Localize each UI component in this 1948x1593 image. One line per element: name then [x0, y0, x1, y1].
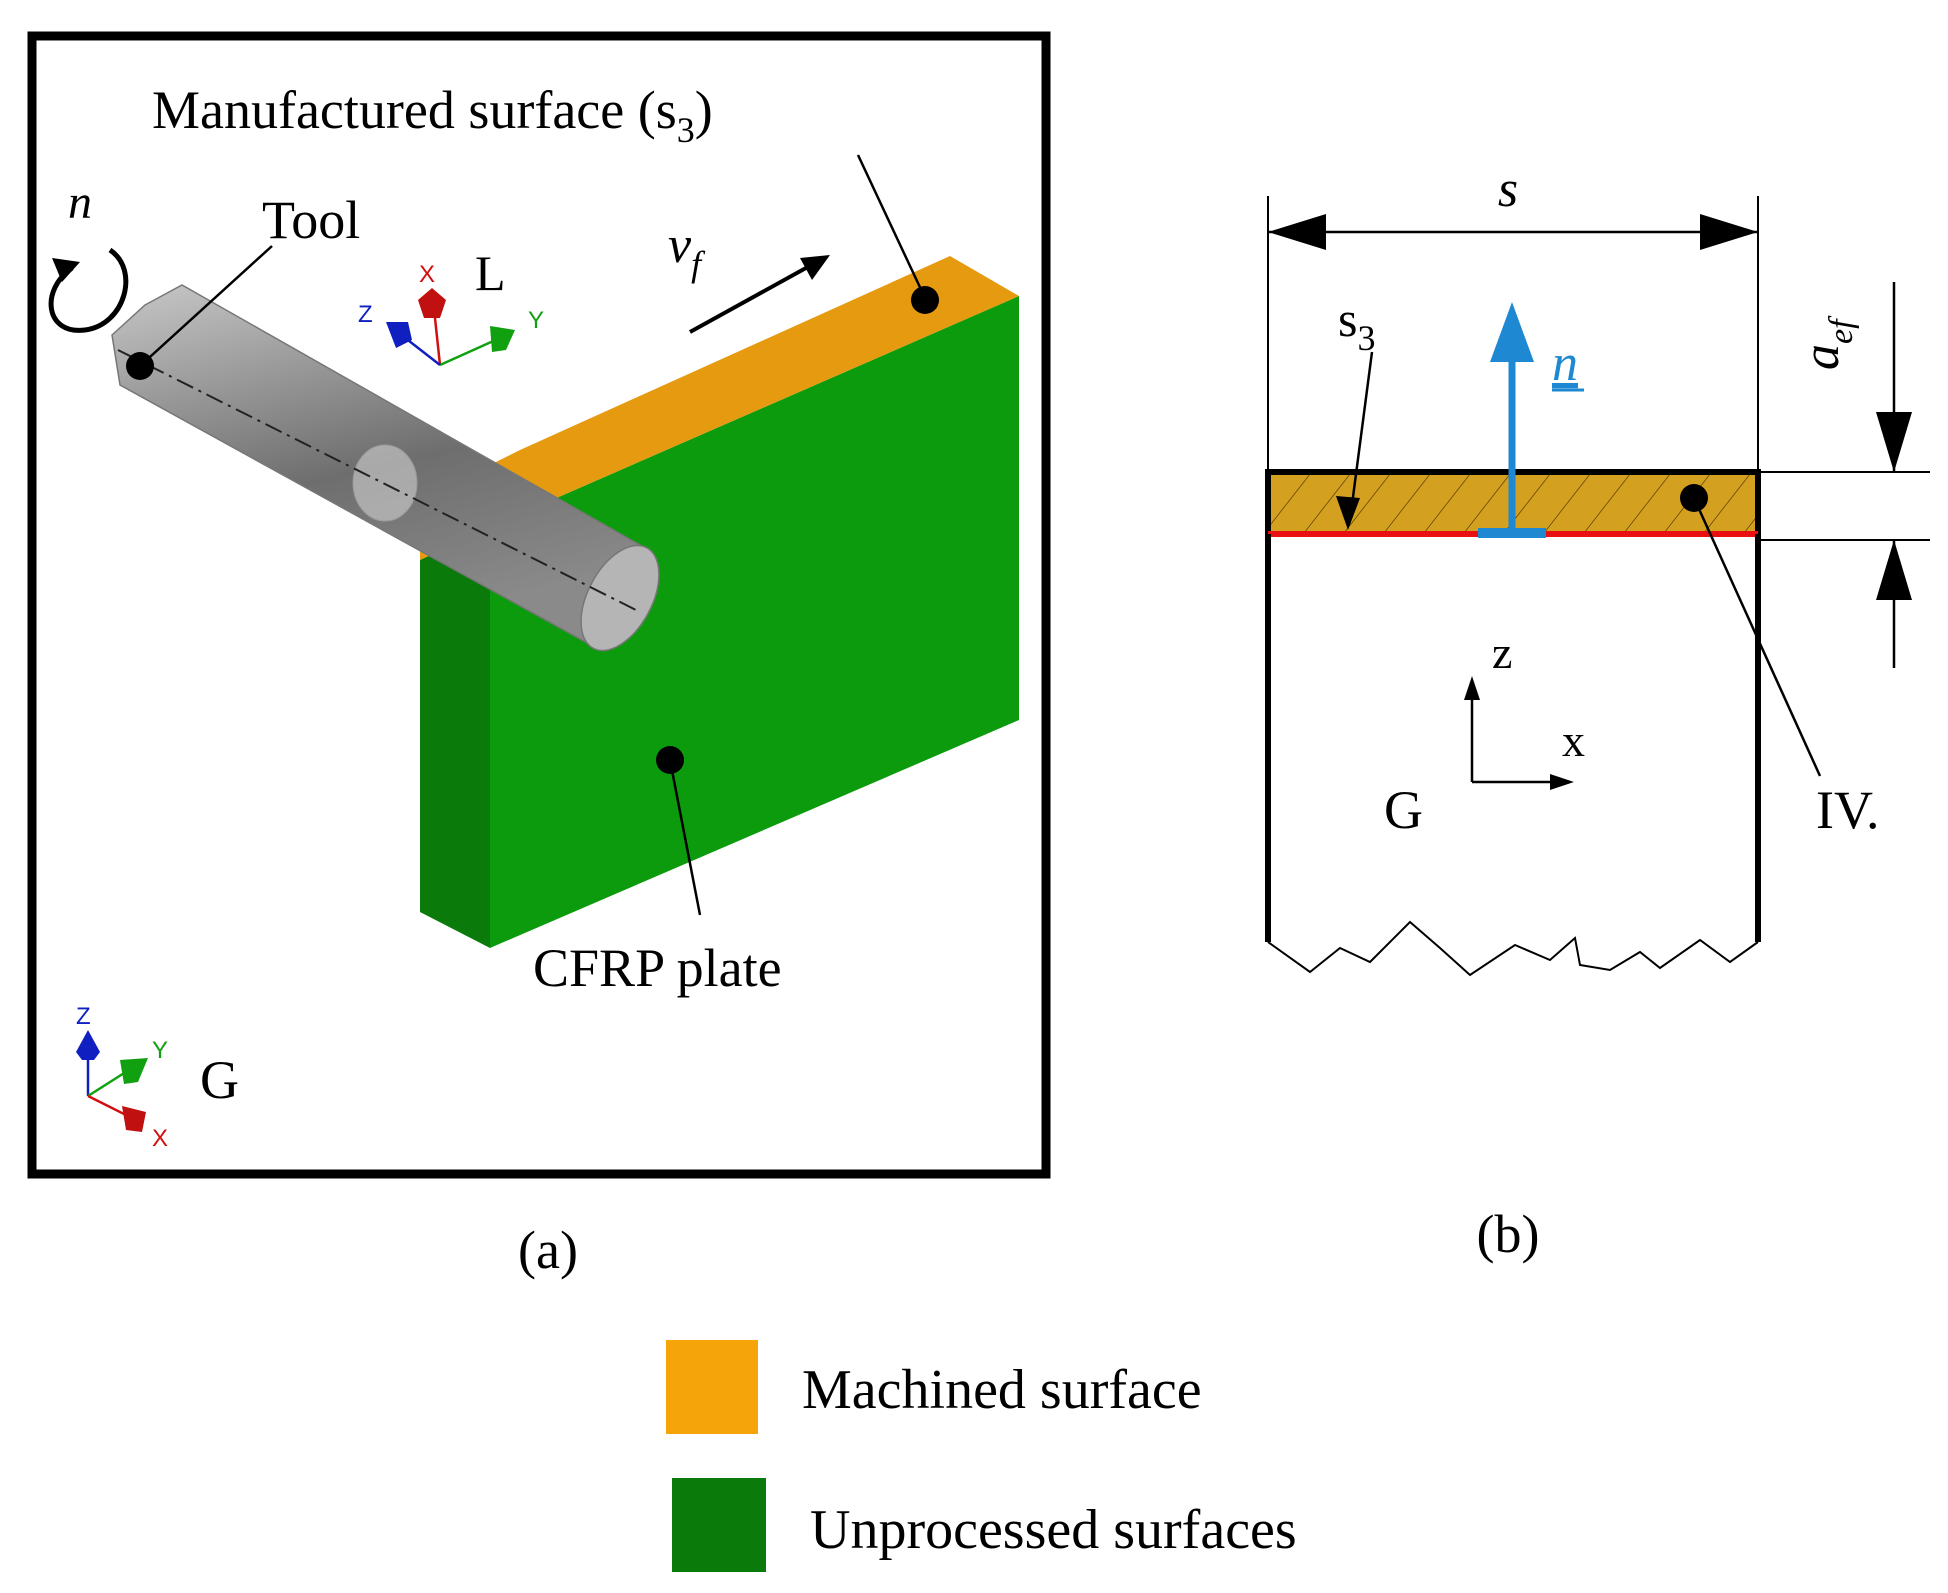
- local-z-arrow-icon: [386, 322, 412, 348]
- global-z-arrow-icon: [76, 1030, 100, 1060]
- local-x-label: X: [419, 261, 435, 288]
- width-arrow-right-icon: [1700, 214, 1758, 250]
- legend: Machined surface Unprocessed surfaces: [666, 1340, 1297, 1572]
- global-y-arrow-icon: [120, 1058, 148, 1084]
- local-y-arrow-icon: [490, 326, 515, 352]
- legend-swatch-machined: [666, 1340, 758, 1434]
- normal-base: [1478, 528, 1546, 538]
- depth-arrow-bottom-icon: [1876, 540, 1912, 600]
- rotation-symbol: n: [48, 176, 129, 333]
- frame-b-x-label: x: [1562, 715, 1585, 766]
- global-x-arrow-icon: [122, 1106, 146, 1132]
- surface-leader-line: [1348, 351, 1374, 521]
- cfrp-plate-label: CFRP plate: [533, 938, 782, 998]
- global-z-label: Z: [76, 1003, 91, 1030]
- surface-label: s3: [1338, 291, 1375, 358]
- manufactured-surface-sub: 3: [677, 110, 695, 150]
- legend-label-unprocessed: Unprocessed surfaces: [810, 1499, 1297, 1561]
- depth-label: aef: [1793, 315, 1860, 370]
- normal-label: n: [1552, 335, 1578, 392]
- depth-label-main: a: [1793, 344, 1850, 370]
- manufactured-surface-leader: [856, 154, 927, 299]
- cfrp-plate: [420, 256, 1019, 948]
- detail-label: IV.: [1816, 780, 1880, 840]
- depth-label-sub: ef: [1823, 315, 1860, 344]
- surface-leader-arrow-icon: [1336, 496, 1360, 530]
- panel-a: n Tool X Y Z L vf Manufacture: [27, 31, 1051, 1280]
- rotation-arrowhead-icon: [52, 258, 80, 282]
- manufactured-surface-close: ): [695, 80, 713, 140]
- local-y-axis: [439, 336, 501, 367]
- machined-top-face: [420, 256, 1019, 560]
- feed-arrow-line: [689, 261, 816, 334]
- local-z-label: Z: [358, 301, 373, 328]
- depth-arrow-top-icon: [1876, 412, 1912, 472]
- tool-label: Tool: [262, 190, 360, 250]
- surface-label-main: s: [1338, 291, 1357, 347]
- feed-label-main: v: [668, 217, 692, 274]
- global-frame-a: Z Y X G: [76, 1003, 239, 1152]
- detail-leader-line: [1692, 497, 1822, 777]
- cfrp-plate-leader: [668, 759, 702, 916]
- manufactured-surface-text: Manufactured surface (s: [152, 80, 677, 140]
- global-frame-label: G: [200, 1050, 239, 1110]
- legend-label-machined: Machined surface: [802, 1359, 1202, 1421]
- tool-axis-line: [117, 349, 641, 613]
- local-y-label: Y: [528, 307, 544, 334]
- global-y-label: Y: [152, 1037, 168, 1064]
- tool: [111, 284, 660, 652]
- break-line: [1267, 920, 1759, 977]
- width-arrow-left-icon: [1268, 214, 1326, 250]
- panel-b-caption: (b): [1477, 1204, 1540, 1264]
- tool-end-cap: [580, 544, 660, 652]
- plate-front-face: [490, 296, 1019, 948]
- plate-side-face: [420, 527, 490, 948]
- panel-b: s n s3 aef IV.: [1265, 161, 1930, 1264]
- frame-b-z-arrow-icon: [1464, 676, 1480, 700]
- width-label: s: [1498, 161, 1518, 218]
- legend-swatch-unprocessed: [672, 1478, 766, 1572]
- global-x-label: X: [152, 1125, 168, 1152]
- normal-arrowhead-icon: [1490, 302, 1534, 362]
- local-frame-label: L: [475, 245, 506, 301]
- feed-arrowhead-icon: [800, 255, 830, 280]
- frame-b-z-label: z: [1492, 627, 1512, 678]
- global-frame-b: z x G: [1384, 627, 1585, 840]
- frame-b-name-label: G: [1384, 780, 1423, 840]
- panel-a-caption: (a): [518, 1220, 578, 1280]
- tool-leader-line: [139, 245, 273, 367]
- manufactured-surface-label: Manufactured surface (s3): [152, 80, 713, 150]
- rotation-arrow-icon: [48, 247, 129, 333]
- local-x-arrow-icon: [418, 288, 446, 318]
- local-frame: X Y Z L: [358, 245, 544, 367]
- rotation-label: n: [68, 176, 92, 229]
- manufactured-surface-marker: [911, 286, 939, 314]
- surface-label-sub: 3: [1357, 318, 1375, 358]
- frame-b-x-arrow-icon: [1550, 774, 1574, 790]
